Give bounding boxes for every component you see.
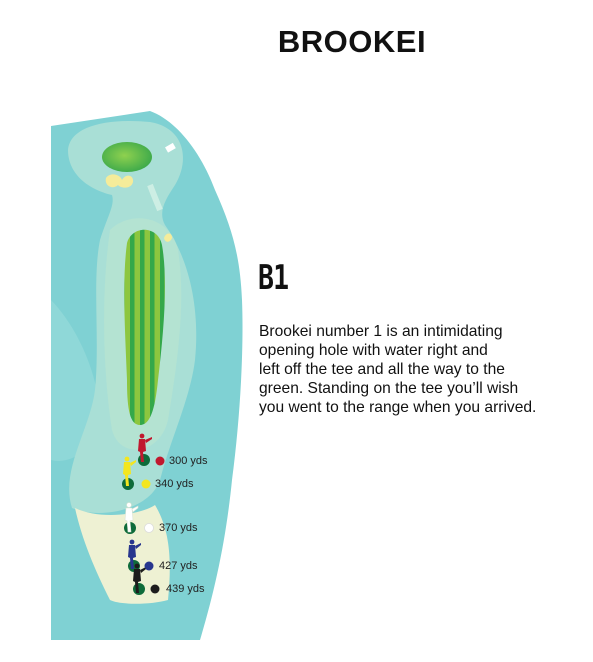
golfer-blue-icon [128,539,141,569]
fairway-bunker [164,233,172,242]
yardage-dot-black [150,584,160,594]
yardage-dot-white [144,523,154,533]
yardage-label-blue: 427 yds [159,560,198,572]
yardage-label-black: 439 yds [166,583,205,595]
description-line: green. Standing on the tee you’ll wish [259,380,519,397]
golfer-white-icon [124,502,139,533]
description-line: left off the tee and all the way to the [259,361,505,378]
yardage-dot-red [155,456,165,466]
greenside-bunker [105,174,134,188]
description-line: opening hole with water right and [259,342,488,359]
yardage-label-yellow: 340 yds [155,478,194,490]
putting-green [102,142,152,172]
bridge [165,142,176,153]
fairway [124,229,165,425]
yardage-dot-yellow [141,479,151,489]
yardage-label-white: 370 yds [159,522,198,534]
hole-number: B1 [258,258,289,298]
golfer-yellow-icon [123,456,136,486]
tee-marker-red[interactable] [138,454,150,466]
hole-description: Brookei number 1 is an intimidating open… [259,322,589,417]
yardage-label-red: 300 yds [169,455,208,467]
description-line: Brookei number 1 is an intimidating [259,323,503,340]
cart-path [147,183,163,212]
golfer-red-icon [138,433,152,462]
course-title: BROOKEI [277,24,427,59]
yardage-dot-blue [144,561,154,571]
tee-marker-black[interactable] [133,583,145,595]
golfer-black-icon [133,563,146,593]
description-line: you went to the range when you arrived. [259,399,537,416]
